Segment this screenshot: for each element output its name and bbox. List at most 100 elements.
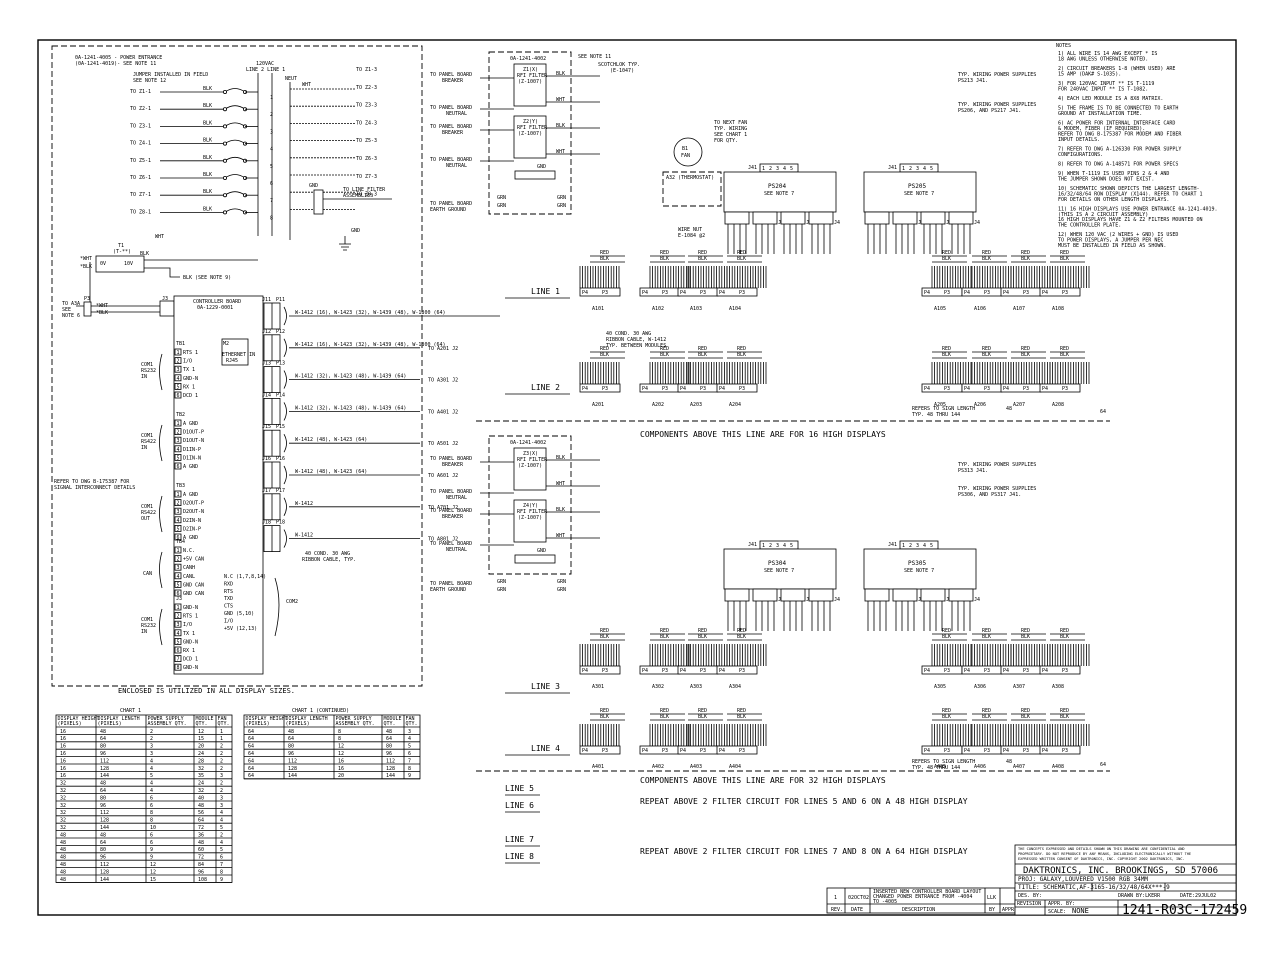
module-connector	[579, 383, 621, 393]
module-label: A205	[934, 402, 946, 408]
note-line: TO POWER DISPLAYS, A JUMPER PER NEC	[1058, 238, 1163, 244]
chart-cell: 16	[338, 766, 344, 772]
module-label: A303	[690, 684, 702, 690]
m2-label: M2	[223, 341, 229, 347]
rfi-filter	[513, 447, 547, 491]
j41-pin: 3	[776, 543, 779, 549]
rfi-filter	[513, 115, 547, 159]
drawing-border	[37, 39, 1237, 916]
p3-label: P3	[944, 290, 950, 296]
chart-header: QTY.	[384, 721, 396, 727]
transformer	[95, 255, 145, 273]
cable-label: W-1412	[295, 501, 313, 507]
com-port-label: IN	[141, 374, 147, 380]
project-name: PROJ: GALAXY,LOUVERED V1500 RGB 34MM	[1018, 876, 1148, 883]
p4-label: P4	[642, 386, 648, 392]
chart-cell: 32	[60, 818, 66, 824]
red-wire: RED	[600, 250, 609, 256]
module-connector	[579, 745, 621, 755]
com2-pin-label: +5V (12,13)	[224, 626, 257, 632]
power-supply-note: SEE NOTE 7	[764, 191, 794, 197]
ethernet-jack	[221, 338, 249, 366]
chart-cell: 64	[248, 766, 254, 772]
module-label: A104	[729, 306, 741, 312]
pin-num: 5	[177, 455, 180, 461]
terminal-pin	[174, 357, 182, 365]
chart-header: MODULE	[384, 716, 402, 722]
j41-pin: 2	[769, 166, 772, 172]
com-port-label: COM1	[141, 617, 153, 623]
terminal-pin-label: A GND	[183, 492, 198, 498]
j41-label: J41	[888, 542, 897, 548]
chart-cell: 4	[150, 766, 153, 772]
output-label: TO Z6-1	[130, 175, 151, 181]
red-wire: RED	[600, 628, 609, 634]
pin-num: 3	[177, 565, 180, 571]
chart-cell: 64	[100, 736, 106, 742]
blk-wire: BLK	[737, 714, 746, 720]
module-connector	[716, 745, 758, 755]
chart-header: MODULE	[196, 716, 214, 722]
chart-cell: 2	[220, 766, 223, 772]
chart-cell: 72	[198, 855, 204, 861]
power-entrance-title: 0A-1241-4005 - POWER ENTRANCE	[75, 55, 162, 61]
plug-label: P17	[276, 488, 285, 494]
red-wire: RED	[737, 346, 746, 352]
pin-num: 3	[177, 367, 180, 373]
filter-part: (Z-1007)	[518, 131, 542, 137]
blk-wire: BLK	[698, 352, 707, 358]
p3-label: P3	[1023, 748, 1029, 754]
to-breaker-2: BREAKER	[442, 78, 464, 84]
transformer-wht-out: WHT	[155, 234, 164, 240]
pin-num: 4	[177, 447, 180, 453]
breaker-switch	[224, 174, 246, 179]
terminal-pin-label: D1IN-P	[183, 447, 201, 453]
blk-wire: BLK	[1021, 256, 1030, 262]
cable-target: TO A401 J2	[428, 409, 458, 415]
note-line: 2) CIRCUIT BREAKERS 1-8 (WHEN USED) ARE	[1058, 66, 1175, 72]
com2-pin-label: TXD	[224, 596, 233, 602]
terminal-pin-label: A GND	[183, 535, 198, 541]
p4-label: P4	[680, 748, 686, 754]
p3-label: P3	[984, 386, 990, 392]
neut-tap-label: TO Z7-3	[356, 174, 377, 180]
terminal-pin-label: RTS 1	[183, 614, 198, 620]
drawn-by: DRAWN BY:LKERR	[1118, 893, 1161, 899]
blk-wire-label: BLK	[203, 189, 212, 195]
module-label: A402	[652, 764, 664, 770]
power-supply	[863, 548, 977, 590]
chart-cell: 112	[288, 758, 297, 764]
chart-cell: 3	[408, 729, 411, 735]
chart-cell: 64	[248, 744, 254, 750]
chart-cell: 4	[150, 781, 153, 787]
jack-label: J13	[262, 361, 271, 367]
terminal-pin-label: +5V CAN	[183, 557, 204, 563]
com2-pin-label: I/O	[224, 618, 233, 624]
p3-label: P3	[662, 290, 668, 296]
p4-label: P4	[964, 668, 970, 674]
chart-cell: 2	[220, 744, 223, 750]
output-label: TO Z4-1	[130, 141, 151, 147]
filter-id: Z3(X)	[523, 451, 538, 457]
cable-target: TO A201 J2	[428, 346, 458, 352]
red-wire: RED	[737, 708, 746, 714]
blk-wire: BLK	[1060, 256, 1069, 262]
p4-label: P4	[642, 668, 648, 674]
chart-header: DISPLAY LENGTH	[286, 716, 328, 722]
to-next-fan-2: TYP. WIRING	[714, 126, 747, 132]
breaker-switch	[224, 139, 246, 144]
controller-part: 0A-1229-0001	[197, 305, 233, 311]
chart-cell: 108	[198, 877, 207, 883]
red-wire: RED	[660, 708, 669, 714]
blk-wire: BLK	[660, 634, 669, 640]
module-label: A202	[652, 402, 664, 408]
terminal-pin-label: D2IN-P	[183, 526, 201, 532]
appr-by: APPR. BY:	[1048, 901, 1075, 907]
ps-output-connector	[808, 588, 834, 602]
above-16-label: COMPONENTS ABOVE THIS LINE ARE FOR 16 HI…	[640, 430, 886, 439]
filter-wht: WHT	[556, 533, 565, 539]
blk-wire: BLK	[982, 352, 991, 358]
note-line: 12) WHEN 120 VAC (2 WIRES + GND) IS USED	[1058, 232, 1178, 238]
chart-cell: 96	[198, 869, 204, 875]
j3-label: J3	[162, 296, 168, 302]
